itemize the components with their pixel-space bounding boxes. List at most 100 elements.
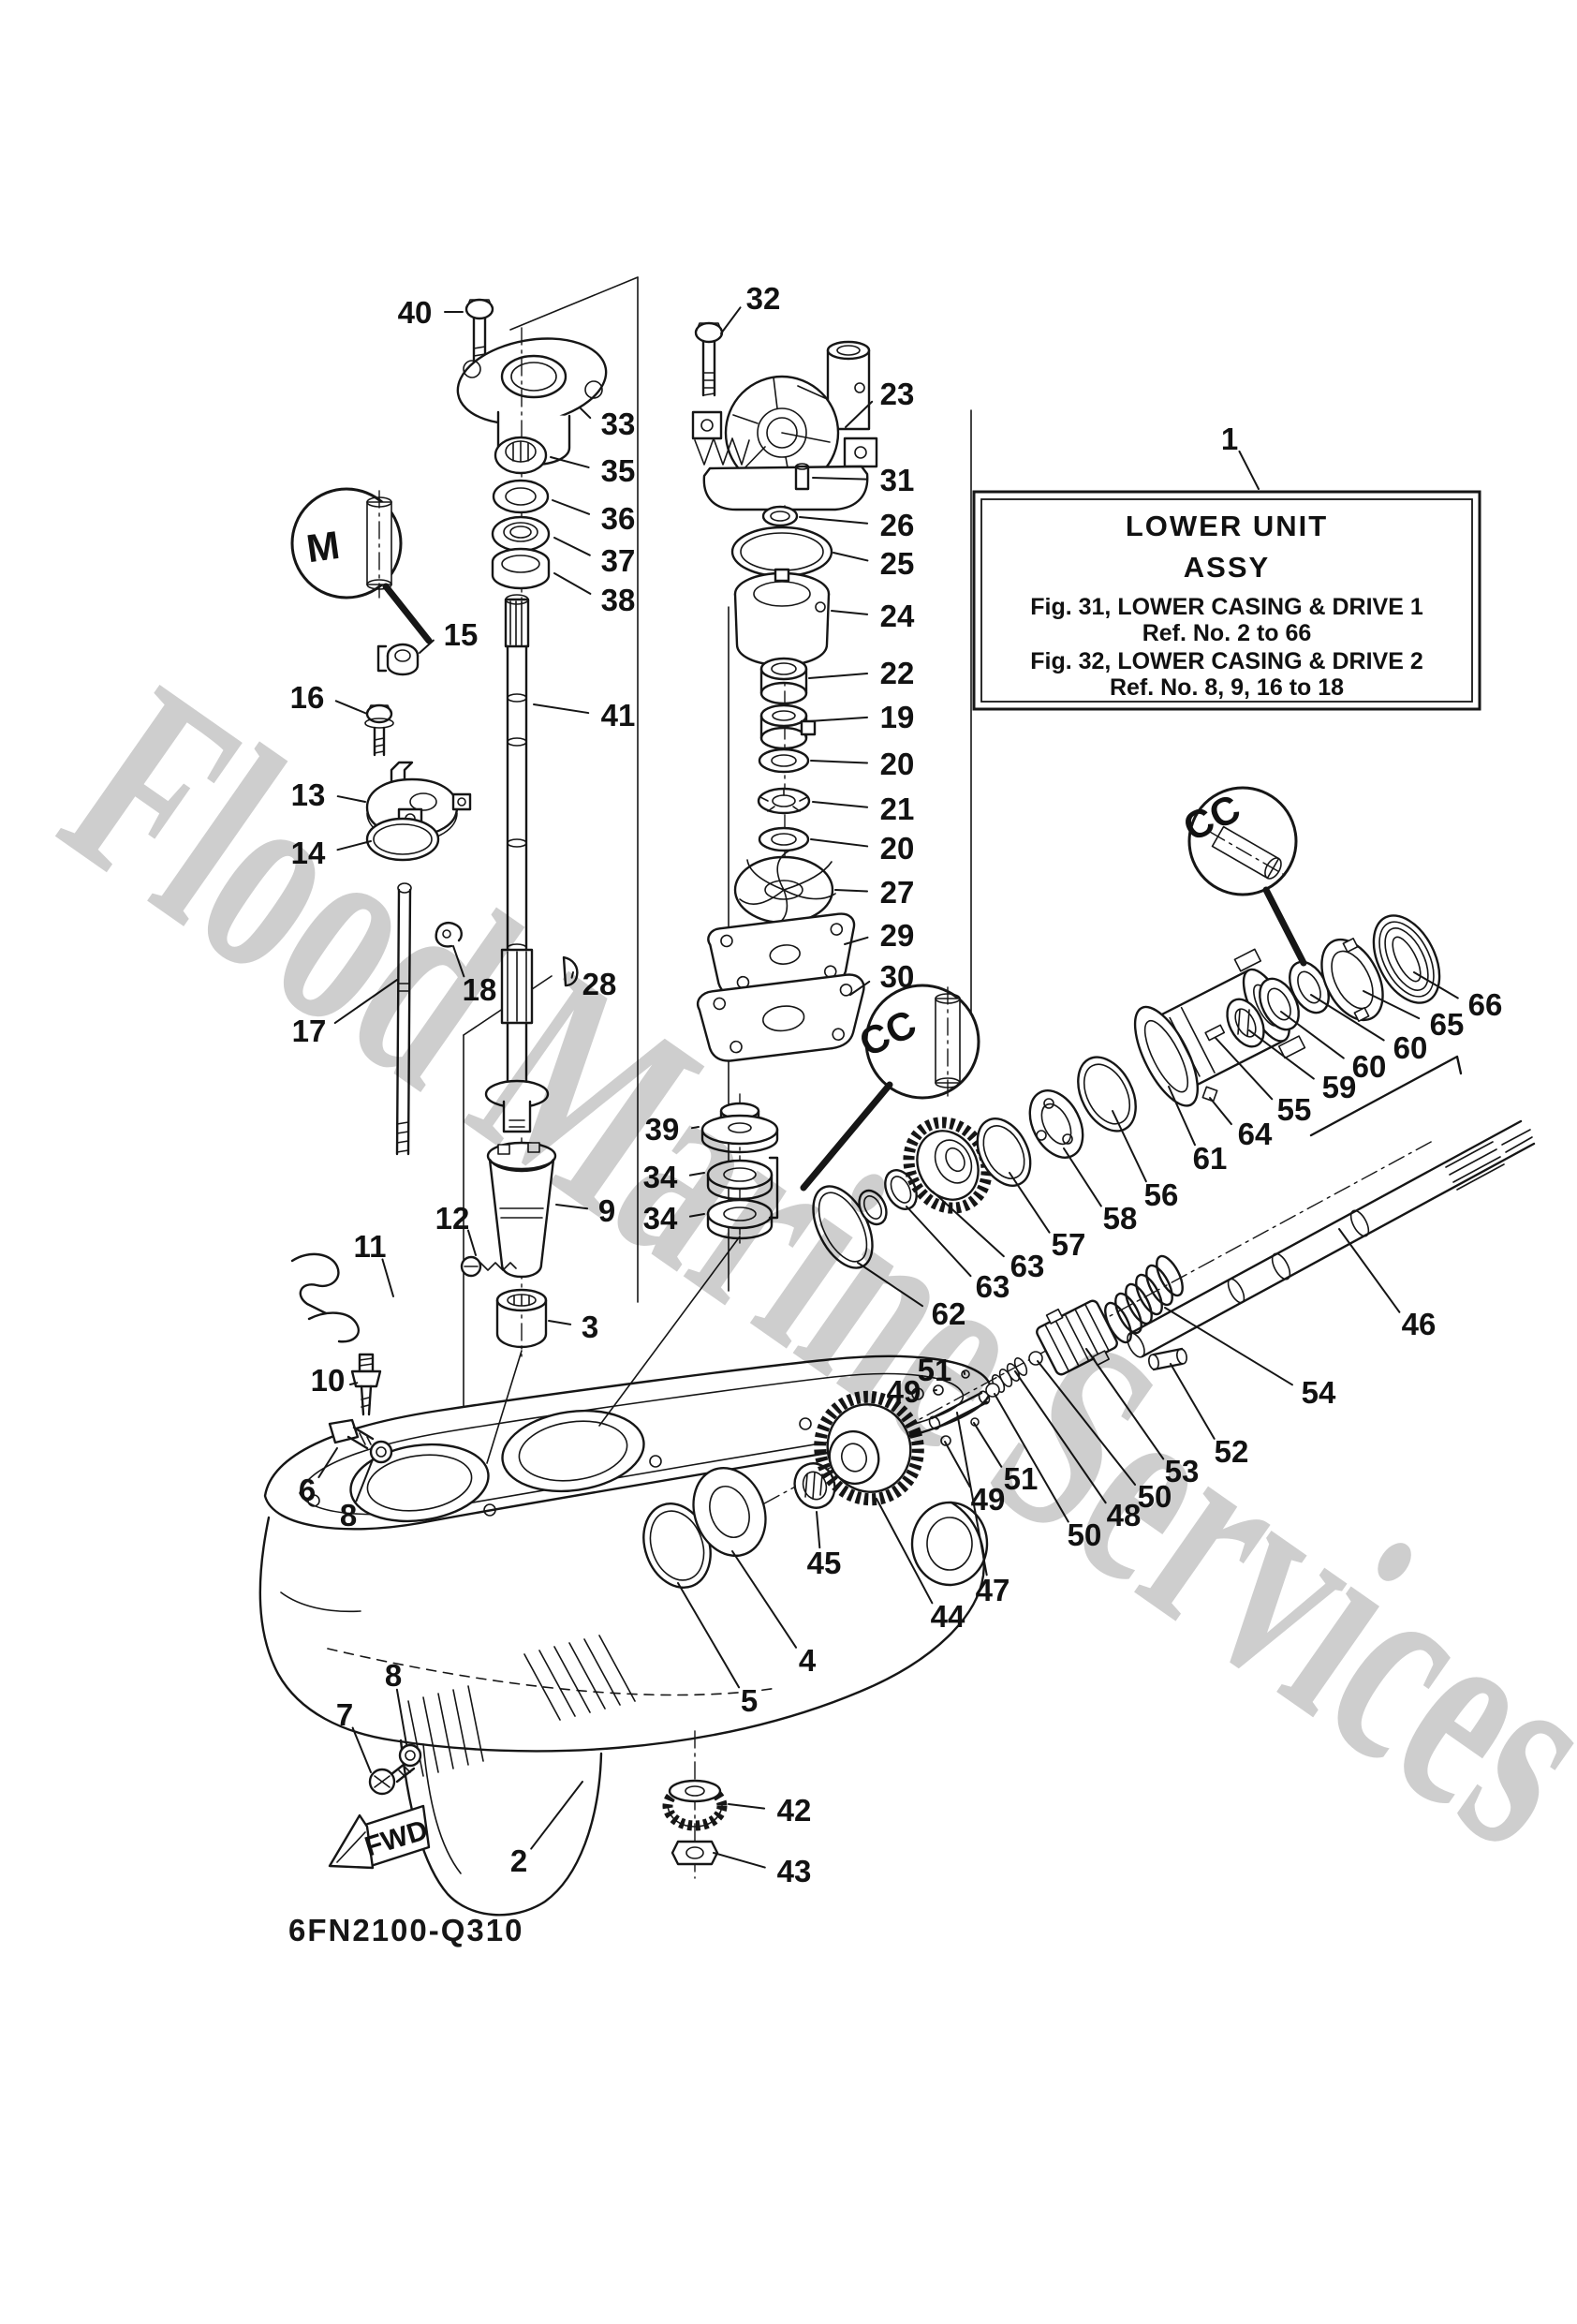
- fitting-10: [350, 1353, 382, 1416]
- callout-21: 21: [880, 792, 915, 826]
- info-box: LOWER UNIT ASSY Fig. 31, LOWER CASING & …: [972, 490, 1481, 711]
- nut-15: [376, 643, 420, 676]
- leader-26: [799, 516, 869, 525]
- key-55: [1204, 1024, 1226, 1042]
- leader-16: [334, 700, 368, 715]
- drawing-number: 6FN2100-Q310: [288, 1913, 523, 1947]
- callout-46: 46: [1402, 1307, 1437, 1341]
- leader-34: [688, 1172, 705, 1177]
- callout-55: 55: [1277, 1092, 1312, 1127]
- callout-50: 50: [1068, 1517, 1102, 1552]
- leader-19: [808, 716, 869, 722]
- leader-52: [1170, 1363, 1216, 1440]
- o-ring-56: [1077, 1056, 1137, 1132]
- gear-group-44: [642, 1140, 1434, 1589]
- callout-63: 63: [976, 1269, 1010, 1304]
- leader-10: [349, 1382, 359, 1385]
- leader-56: [1112, 1110, 1147, 1183]
- pin-49-lower: [940, 1435, 951, 1446]
- bolt-32: [694, 321, 724, 397]
- washer-36: [492, 479, 550, 514]
- callout-43: 43: [777, 1854, 812, 1888]
- callout-27: 27: [880, 875, 915, 910]
- leader-61: [1168, 1086, 1196, 1147]
- pin-47: [928, 1390, 991, 1430]
- callout-57: 57: [1052, 1227, 1086, 1262]
- callout-41: 41: [601, 698, 636, 733]
- callout-53: 53: [1165, 1454, 1200, 1488]
- leader-25: [833, 552, 869, 562]
- callout-36: 36: [601, 501, 636, 536]
- water-intake-grille: [407, 1635, 636, 1777]
- leader-27: [834, 889, 869, 893]
- callout-24: 24: [880, 599, 915, 633]
- callout-60: 60: [1393, 1030, 1428, 1065]
- leader-66: [1413, 971, 1459, 999]
- callout-49: 49: [971, 1482, 1006, 1517]
- bearing-34-lower: [706, 1198, 774, 1240]
- leader-58: [1063, 1147, 1102, 1207]
- leader-50: [994, 1393, 1069, 1523]
- callout-22: 22: [880, 656, 915, 690]
- callout-18: 18: [463, 972, 497, 1007]
- ring-nut-66: [1372, 914, 1441, 1004]
- leader-20: [810, 838, 869, 848]
- leader-3: [548, 1320, 572, 1325]
- callout-33: 33: [601, 407, 636, 441]
- callout-54: 54: [1302, 1375, 1336, 1410]
- shaft-bracket: [1309, 1055, 1463, 1137]
- o-ring-14: [365, 817, 440, 862]
- reverse-gear: [903, 1117, 993, 1214]
- detail-circle-m: M: [290, 487, 433, 644]
- callout-59: 59: [1322, 1070, 1357, 1104]
- leader-13: [336, 795, 366, 803]
- washer-8-lower: [398, 1743, 422, 1768]
- callout-58: 58: [1103, 1201, 1138, 1236]
- clip-18: [435, 922, 463, 948]
- ball-bearing-58: [1028, 1089, 1084, 1159]
- washer-4: [692, 1466, 767, 1558]
- washer-20-lower: [758, 826, 810, 852]
- detail-letter-m: M: [303, 523, 342, 570]
- bushing-22: [759, 657, 808, 705]
- callout-51: 51: [918, 1353, 952, 1387]
- nut-43: [671, 1840, 719, 1866]
- callout-2: 2: [510, 1843, 527, 1878]
- leader-24: [831, 610, 869, 615]
- spring-48: [991, 1357, 1028, 1393]
- leader-49: [932, 1389, 937, 1392]
- leader-49: [944, 1441, 971, 1488]
- leader-2: [530, 1781, 583, 1850]
- leader-48: [1014, 1370, 1107, 1504]
- leader-53: [1085, 1348, 1165, 1460]
- callout-5: 5: [741, 1683, 758, 1718]
- callout-8: 8: [385, 1658, 402, 1693]
- leader-45: [816, 1511, 821, 1549]
- plate-30: [696, 973, 865, 1062]
- callout-39: 39: [645, 1112, 680, 1147]
- detail-leader-m: [382, 583, 433, 644]
- callout-32: 32: [746, 281, 781, 316]
- leader-18: [452, 945, 465, 978]
- callout-26: 26: [880, 508, 915, 542]
- info-box-line-3: Fig. 32, LOWER CASING & DRIVE 2: [1030, 648, 1423, 674]
- leader-44: [876, 1498, 934, 1605]
- pin-52: [1148, 1347, 1187, 1371]
- leader-43: [713, 1852, 766, 1869]
- ball-50-left: [985, 1383, 1000, 1398]
- detail-leader-cc-right: [1262, 886, 1307, 967]
- callout-16: 16: [290, 680, 325, 715]
- callout-9: 9: [598, 1193, 615, 1228]
- leader-32: [720, 306, 742, 334]
- screw-12: [460, 1255, 517, 1278]
- info-box-line-2: Ref. No. 2 to 66: [1142, 620, 1312, 646]
- seal-carrier-39: [700, 1102, 779, 1154]
- callout-1: 1: [1221, 422, 1238, 456]
- callout-10: 10: [311, 1363, 346, 1398]
- leader-31: [812, 477, 869, 481]
- pin-31: [794, 463, 810, 491]
- info-box-title-1: LOWER UNIT: [1126, 510, 1328, 542]
